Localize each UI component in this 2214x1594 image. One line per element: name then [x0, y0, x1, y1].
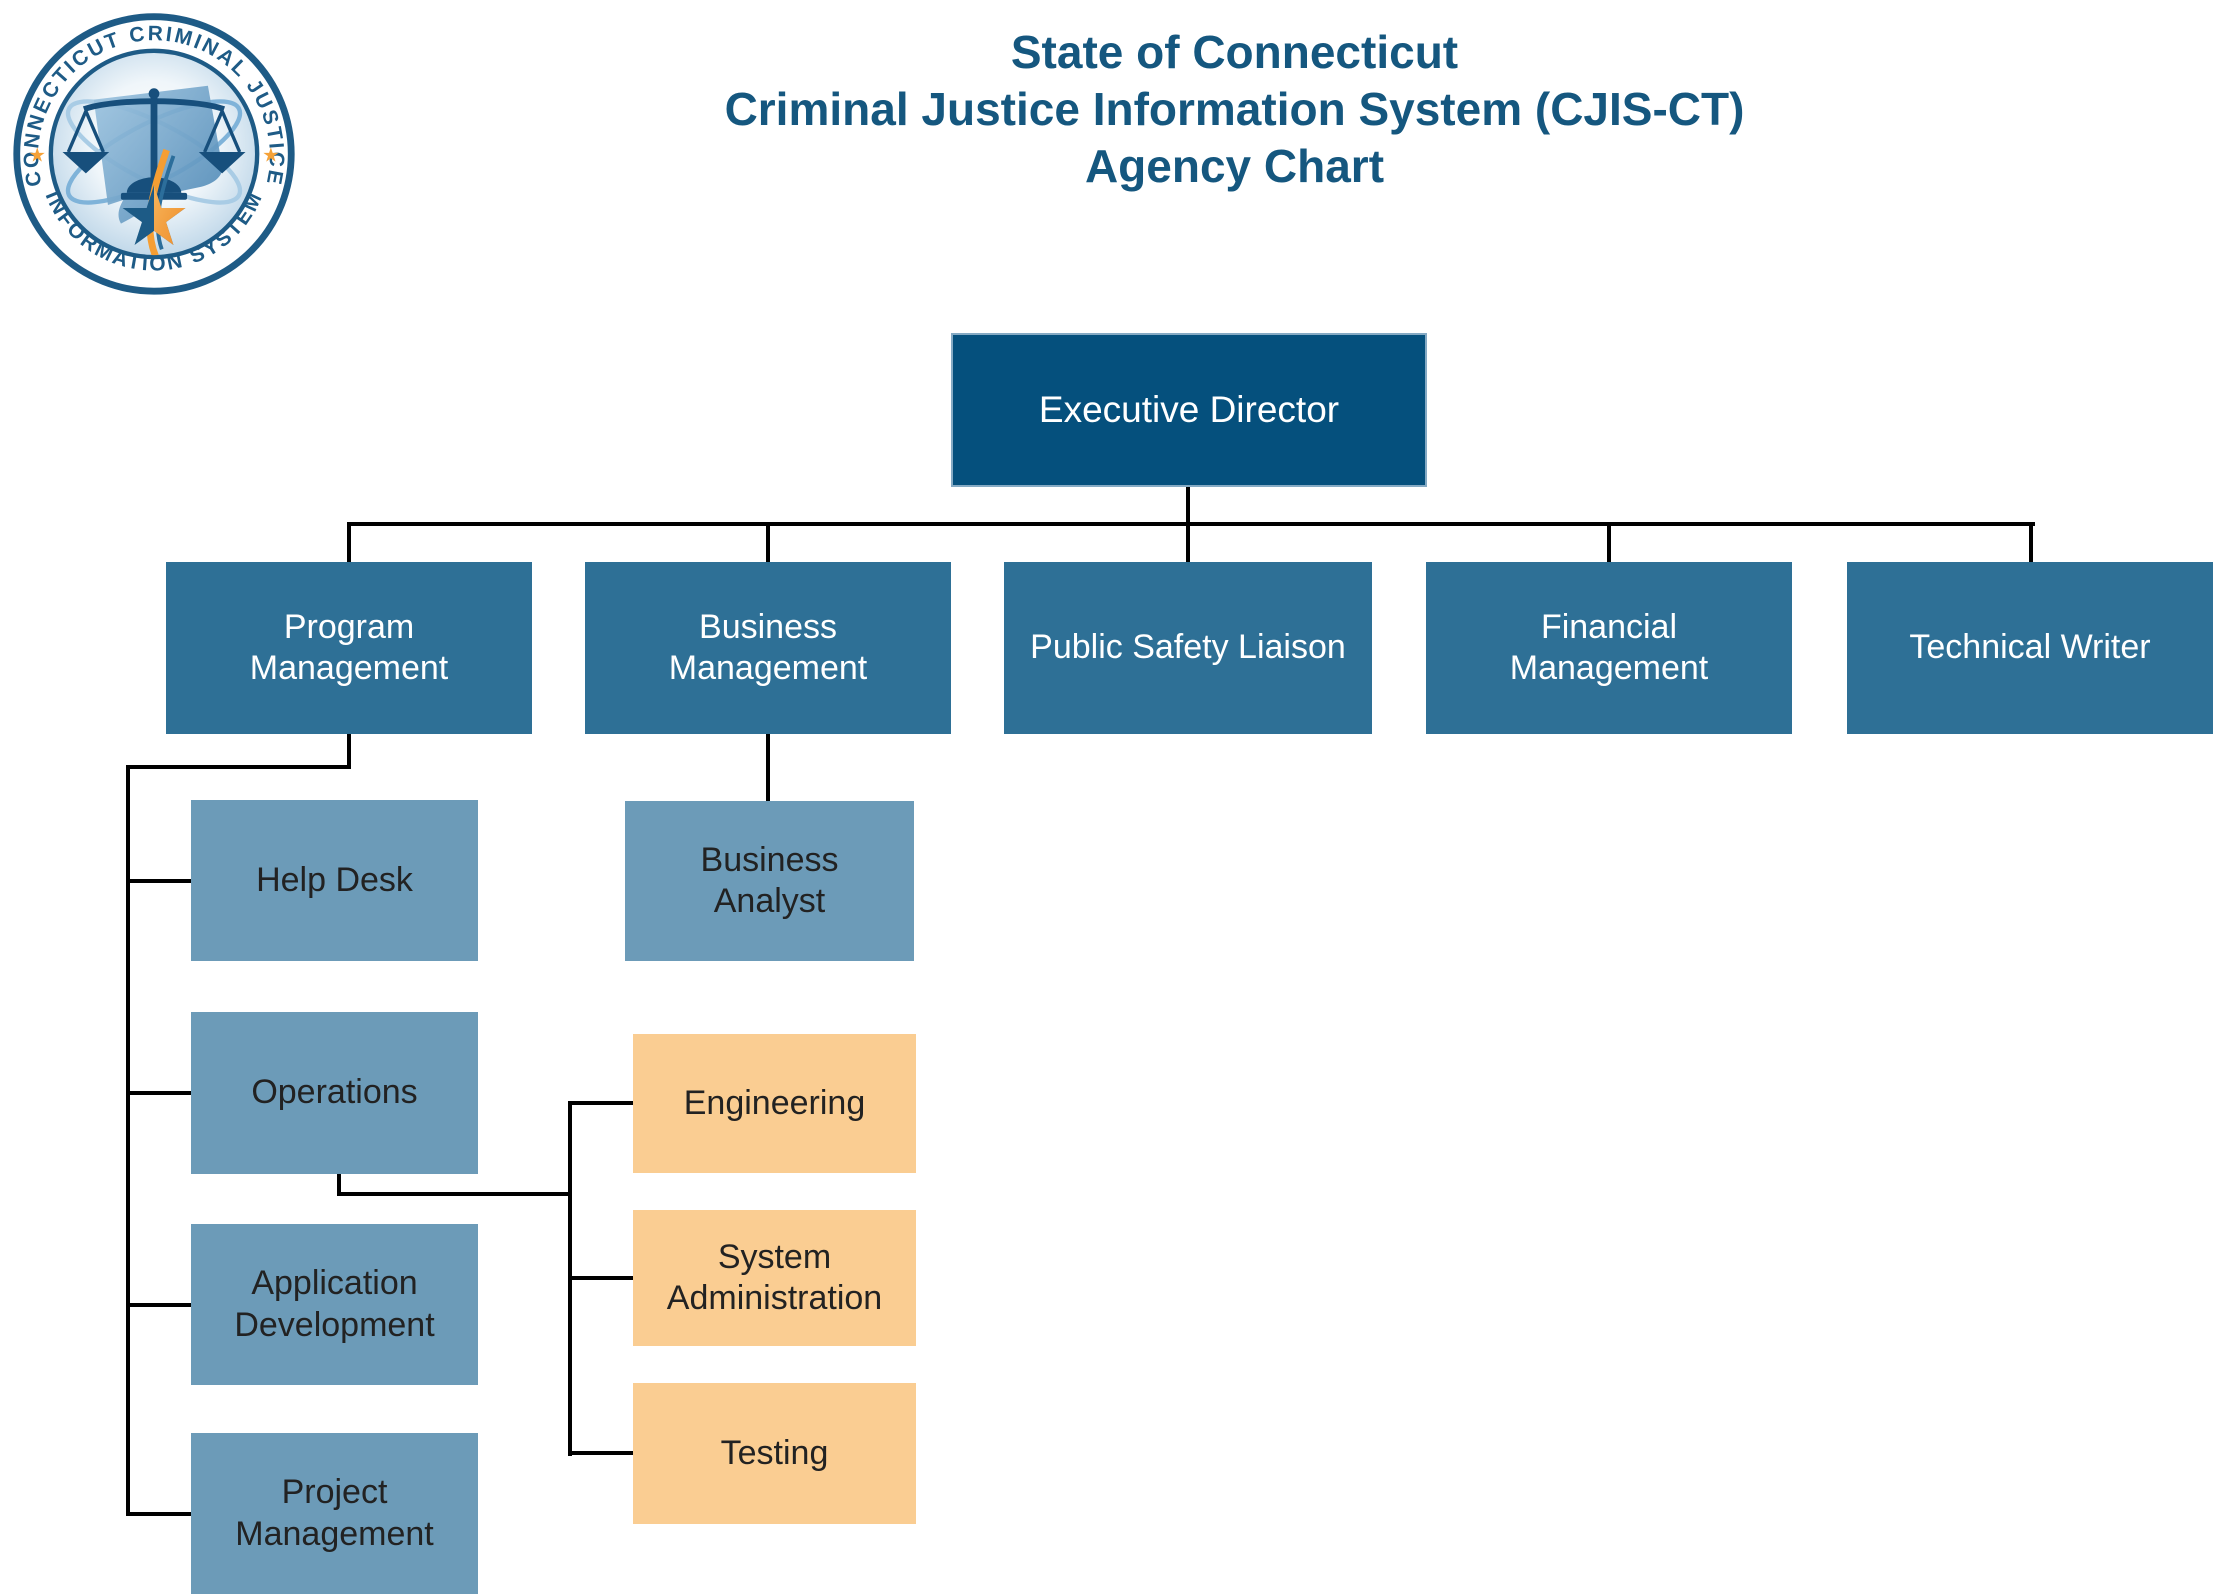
- org-box-executive-director: Executive Director: [951, 333, 1427, 487]
- seal-star-icon: ★: [262, 145, 279, 167]
- star-swoosh-icon: [122, 148, 186, 256]
- org-box-application-development: Application Development: [191, 1224, 478, 1385]
- org-box-operations: Operations: [191, 1012, 478, 1174]
- org-box-financial-management: Financial Management: [1426, 562, 1792, 734]
- title-line-1: State of Connecticut: [1010, 26, 1459, 78]
- org-box-testing: Testing: [633, 1383, 916, 1524]
- connector-drop-financial-management: [1607, 522, 1611, 564]
- seal-star-icon: ★: [28, 145, 45, 167]
- org-box-program-management: Program Management: [166, 562, 532, 734]
- org-box-technical-writer: Technical Writer: [1847, 562, 2213, 734]
- connector-stub-engineering: [568, 1101, 634, 1105]
- connector-program-down: [347, 734, 351, 769]
- connector-stub-system-administration: [568, 1276, 634, 1280]
- scales-of-justice-icon: [62, 88, 246, 200]
- title-line-3: Agency Chart: [1084, 140, 1385, 192]
- connector-drop-program-management: [347, 522, 351, 564]
- connector-level2-hbar: [347, 522, 2035, 526]
- org-box-help-desk: Help Desk: [191, 800, 478, 961]
- connecticut-state-shape: [93, 85, 223, 224]
- connector-drop-technical-writer: [2029, 522, 2033, 564]
- connector-stub-testing: [568, 1451, 634, 1455]
- connector-business-drop: [766, 734, 770, 803]
- org-box-business-analyst: Business Analyst: [625, 801, 914, 961]
- org-box-public-safety-liaison: Public Safety Liaison: [1004, 562, 1372, 734]
- seal-artwork: [62, 85, 246, 256]
- connector-operations-down: [337, 1172, 341, 1196]
- org-box-project-management: Project Management: [191, 1433, 478, 1594]
- connector-drop-business-management: [766, 522, 770, 564]
- connector-program-spine: [126, 765, 130, 1516]
- title-line-2: Criminal Justice Information System (CJI…: [724, 83, 1745, 135]
- connector-stub-application-development: [126, 1303, 192, 1307]
- cjis-seal-logo: CONNECTICUT CRIMINAL JUSTICE INFORMATION…: [13, 13, 295, 295]
- connector-stub-help-desk: [126, 879, 192, 883]
- org-box-engineering: Engineering: [633, 1034, 916, 1173]
- connector-program-left: [126, 765, 351, 769]
- connector-stub-operations: [126, 1091, 192, 1095]
- page-title: State of Connecticut Criminal Justice In…: [412, 24, 2057, 195]
- org-box-system-administration: System Administration: [633, 1210, 916, 1346]
- org-box-business-management: Business Management: [585, 562, 951, 734]
- connector-stub-project-management: [126, 1512, 192, 1516]
- connector-operations-right: [337, 1192, 572, 1196]
